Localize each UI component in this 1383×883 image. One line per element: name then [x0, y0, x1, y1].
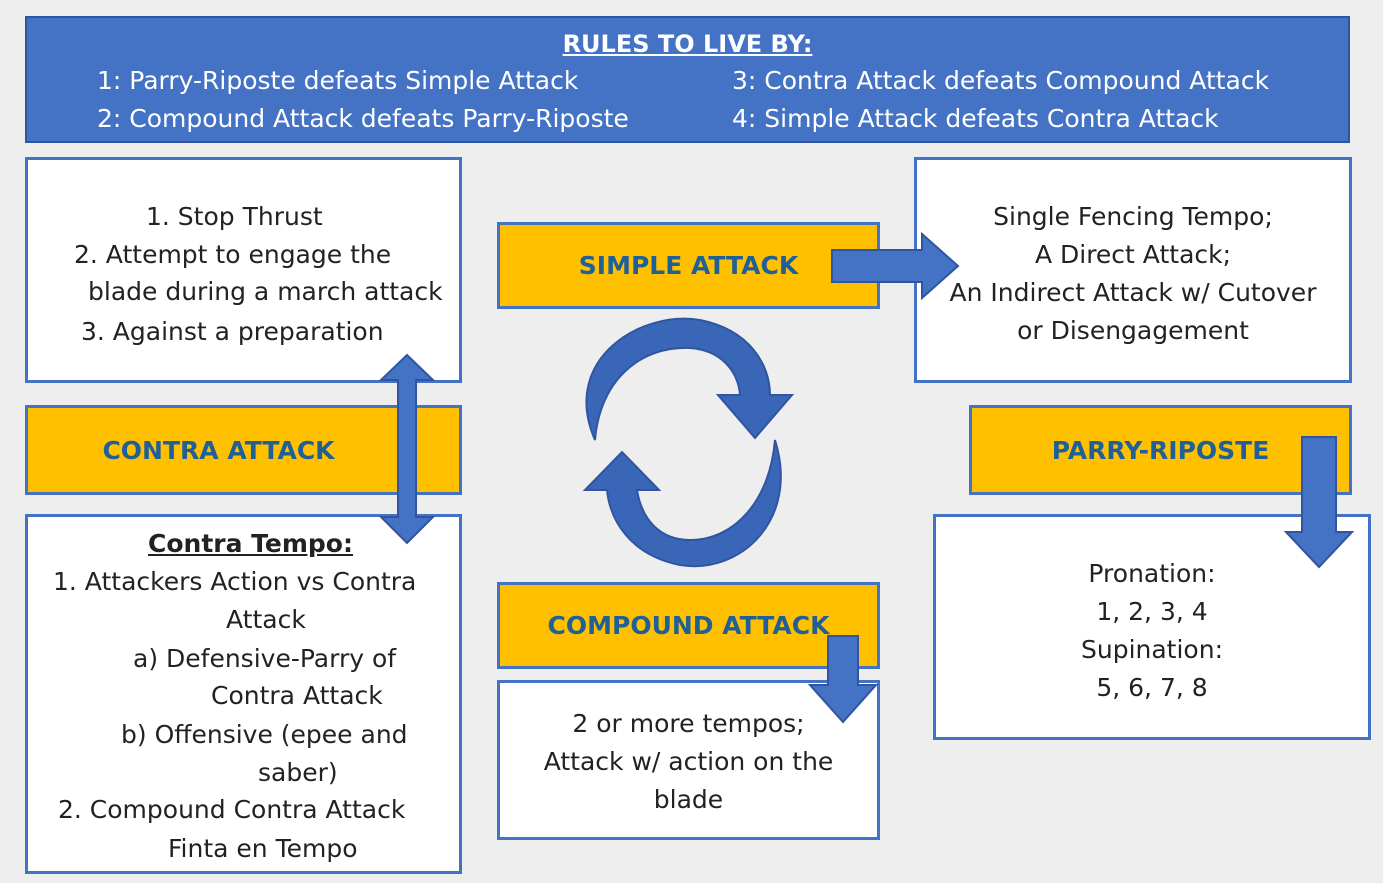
simple-desc-line-2: A Direct Attack;	[1034, 240, 1232, 269]
contra-attack-label: CONTRA ATTACK	[25, 405, 462, 495]
simple-attack-desc-box: Single Fencing Tempo; A Direct Attack; A…	[914, 157, 1352, 383]
compound-attack-desc-box: 2 or more tempos; Attack w/ action on th…	[497, 680, 880, 840]
contra-tempo-line-1: 1. Attackers Action vs Contra	[53, 567, 417, 596]
parry-riposte-label: PARRY-RIPOSTE	[969, 405, 1352, 495]
parry-riposte-desc-box: Pronation: 1, 2, 3, 4 Supination: 5, 6, …	[933, 514, 1371, 740]
compound-attack-label: COMPOUND ATTACK	[497, 582, 880, 669]
rule-4: 4: Simple Attack defeats Contra Attack	[732, 104, 1219, 133]
parry-desc-line-4: 5, 6, 7, 8	[1096, 673, 1208, 702]
parry-desc-line-2: 1, 2, 3, 4	[1096, 597, 1208, 626]
contra-situation-1: 1. Stop Thrust	[146, 202, 323, 231]
contra-tempo-box: Contra Tempo: 1. Attackers Action vs Con…	[25, 514, 462, 874]
parry-riposte-text: PARRY-RIPOSTE	[1051, 435, 1270, 465]
contra-tempo-line-7: 2. Compound Contra Attack	[58, 795, 406, 824]
compound-desc-line-2: Attack w/ action on the	[543, 747, 834, 776]
compound-desc-line-3: blade	[653, 785, 724, 814]
contra-tempo-line-5: b) Offensive (epee and	[121, 720, 408, 749]
contra-attack-situations-box: 1. Stop Thrust 2. Attempt to engage the …	[25, 157, 462, 383]
rules-banner: RULES TO LIVE BY: 1: Parry-Riposte defea…	[25, 16, 1350, 143]
down-arrow-icon	[1283, 436, 1355, 569]
rules-title: RULES TO LIVE BY:	[562, 30, 813, 58]
contra-tempo-line-3: a) Defensive-Parry of	[133, 644, 397, 673]
simple-attack-label: SIMPLE ATTACK	[497, 222, 880, 309]
contra-tempo-line-6: saber)	[258, 758, 338, 787]
contra-attack-text: CONTRA ATTACK	[102, 435, 335, 465]
rule-1: 1: Parry-Riposte defeats Simple Attack	[97, 66, 579, 95]
contra-tempo-line-4: Contra Attack	[211, 681, 383, 710]
rule-3: 3: Contra Attack defeats Compound Attack	[732, 66, 1270, 95]
simple-attack-text: SIMPLE ATTACK	[578, 251, 799, 280]
compound-attack-text: COMPOUND ATTACK	[547, 611, 830, 640]
simple-desc-line-3: An Indirect Attack w/ Cutover	[949, 278, 1317, 307]
contra-tempo-line-8: Finta en Tempo	[168, 834, 358, 863]
simple-desc-line-4: or Disengagement	[1017, 316, 1249, 345]
parry-desc-line-1: Pronation:	[1088, 559, 1216, 588]
contra-tempo-heading: Contra Tempo:	[148, 529, 353, 558]
contra-situation-2: 2. Attempt to engage the	[74, 240, 392, 269]
cycle-arrows-icon	[582, 317, 795, 568]
rule-2: 2: Compound Attack defeats Parry-Riposte	[97, 104, 629, 133]
down-arrow-icon	[807, 635, 879, 724]
contra-tempo-line-2: Attack	[226, 605, 306, 634]
contra-situation-3: 3. Against a preparation	[81, 317, 384, 346]
right-arrow-icon	[831, 231, 960, 301]
contra-situation-2-cont: blade during a march attack	[88, 277, 443, 306]
compound-desc-line-1: 2 or more tempos;	[572, 709, 805, 738]
simple-desc-line-1: Single Fencing Tempo;	[993, 202, 1273, 231]
parry-desc-line-3: Supination:	[1080, 635, 1223, 664]
up-down-arrow-icon	[378, 353, 436, 545]
